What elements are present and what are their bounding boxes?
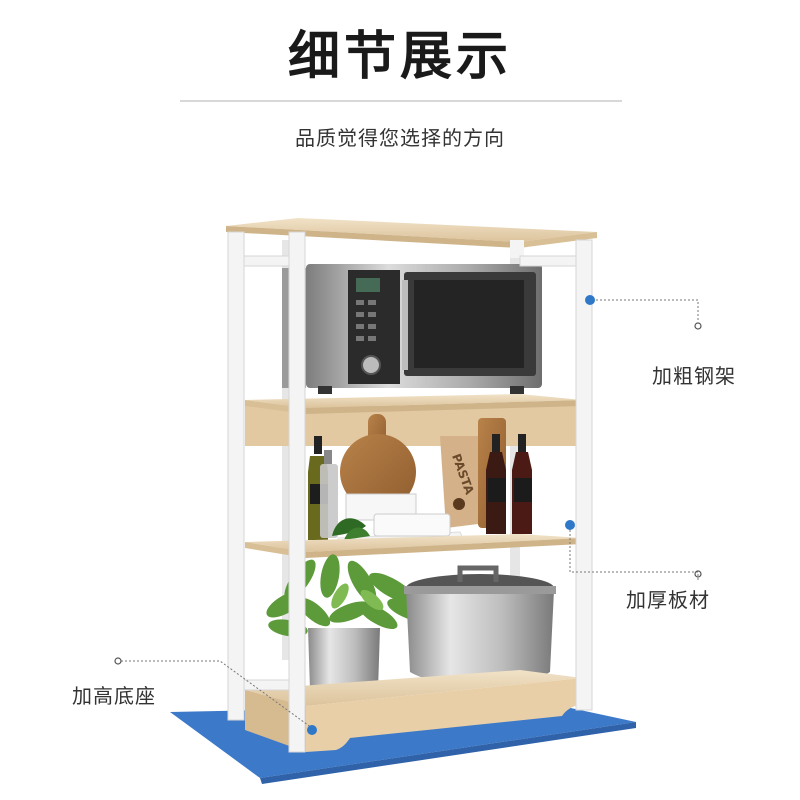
microwave (282, 264, 542, 394)
front-post-left (227, 231, 245, 721)
top-board (226, 218, 597, 242)
shelf-2-board (245, 394, 582, 408)
bottom-shelf (245, 670, 582, 706)
page-subtitle: 品质觉得您选择的方向 (295, 126, 505, 150)
title-divider (180, 100, 622, 102)
callout-thick-board: 加厚板材 (626, 588, 710, 612)
round-cutting-board (340, 414, 416, 510)
pasta-box: PASTA (440, 436, 478, 528)
stock-pot (404, 565, 556, 686)
callout-raised-base-dot (307, 725, 317, 735)
wine-bottle-right-2 (512, 434, 532, 534)
oil-bottle-left-2 (320, 450, 338, 538)
back-post-left (282, 240, 292, 660)
callout-thick-board-dot (565, 520, 575, 530)
shelf-3-board (245, 534, 582, 552)
raised-base-panel (306, 678, 582, 752)
back-post-right-front (575, 239, 593, 711)
wine-bottle-right-1 (486, 434, 506, 534)
back-post-right (510, 240, 520, 660)
callout-raised-base: 加高底座 (72, 684, 156, 708)
callout-steel-frame: 加粗钢架 (652, 364, 736, 388)
callout-raised-base-line (121, 660, 313, 729)
front-post-right-inner (288, 231, 306, 753)
callout-steel-frame-line (592, 299, 699, 322)
callout-steel-frame-dot (585, 295, 595, 305)
callout-thick-board-line (569, 526, 699, 580)
page-title: 细节展示 (287, 27, 512, 87)
